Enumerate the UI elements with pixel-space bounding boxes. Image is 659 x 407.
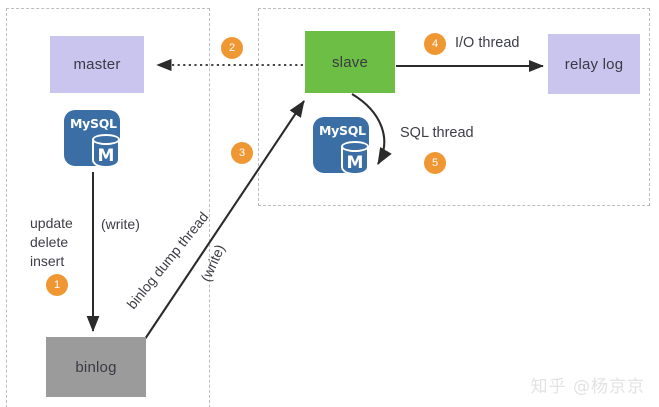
cylinder-letter: M [97,146,115,166]
cylinder-top [92,134,120,145]
step-badge-4: 4 [424,33,446,55]
cylinder-letter: M [346,153,364,173]
step-badge-3: 3 [231,142,253,164]
node-relay-log[interactable]: relay log [548,34,640,94]
step-badge-5: 5 [424,152,446,174]
database-cylinder-icon: M [92,134,120,170]
mysql-logo-master: MySQL M [64,110,126,172]
node-binlog[interactable]: binlog [46,337,146,397]
mysql-logo-wordmark: MySQL [319,123,366,138]
label-write-binlog: (write) [101,216,140,232]
mysql-logo-wordmark: MySQL [70,116,117,131]
mysql-logo-slave: MySQL M [313,117,375,179]
step-badge-2: 2 [221,37,243,59]
database-cylinder-icon: M [341,141,369,177]
label-dml-statements: update delete insert [30,215,73,269]
label-io-thread: I/O thread [455,35,520,51]
node-master[interactable]: master [50,36,144,93]
label-sql-thread: SQL thread [400,125,474,141]
node-slave[interactable]: slave [305,31,395,93]
step-badge-1: 1 [46,274,68,296]
watermark: 知乎 @杨京京 [530,377,645,397]
cylinder-top [341,141,369,152]
